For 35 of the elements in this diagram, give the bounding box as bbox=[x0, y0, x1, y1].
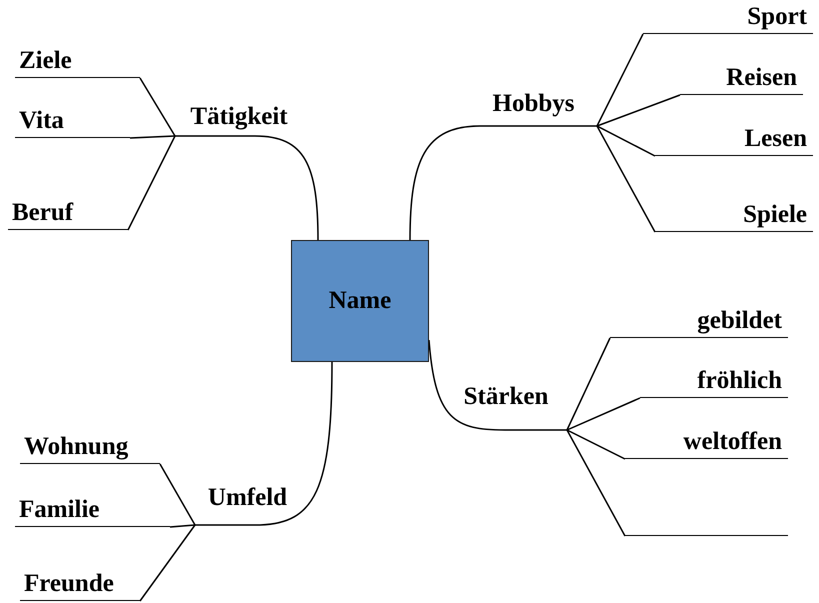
underlined-label: Lesen bbox=[655, 124, 813, 156]
underlined-label: Ziele bbox=[15, 48, 140, 78]
underlined-label: fröhlich bbox=[640, 366, 788, 398]
connector-line bbox=[175, 135, 319, 240]
underlined-label: Beruf bbox=[8, 200, 128, 230]
underlined-label: Reisen bbox=[680, 63, 803, 95]
central-box: Name bbox=[291, 240, 429, 362]
connector-line bbox=[566, 430, 626, 536]
connector-line bbox=[596, 125, 656, 157]
connector-line bbox=[159, 464, 196, 526]
connector-line bbox=[139, 78, 176, 136]
underlined-label: Sport bbox=[643, 2, 813, 34]
connector-line bbox=[139, 524, 196, 602]
underlined-label: Familie bbox=[15, 495, 170, 527]
branch-label: Tätigkeit bbox=[175, 103, 303, 136]
connector-line bbox=[596, 126, 656, 232]
underlined-label: Spiele bbox=[655, 200, 813, 232]
connector-line bbox=[127, 136, 176, 230]
connector-line bbox=[170, 524, 196, 528]
underlined-label: Vita bbox=[15, 108, 130, 138]
connector-line bbox=[195, 362, 333, 526]
connector-line bbox=[409, 125, 597, 240]
underlined-label: gebildet bbox=[610, 306, 788, 338]
connector-line bbox=[566, 429, 626, 460]
underlined-label: Freunde bbox=[20, 570, 140, 601]
connector-line bbox=[596, 34, 644, 126]
connector-line bbox=[596, 94, 680, 127]
branch-label: Stärken bbox=[445, 383, 567, 430]
connector-line bbox=[566, 338, 611, 430]
underlined-label: Wohnung bbox=[20, 430, 160, 464]
branch-label: Hobbys bbox=[470, 90, 597, 126]
connector-line bbox=[566, 397, 640, 431]
connector-line bbox=[130, 135, 176, 139]
underlined-label: weltoffen bbox=[625, 427, 788, 459]
branch-label: Umfeld bbox=[195, 484, 300, 525]
